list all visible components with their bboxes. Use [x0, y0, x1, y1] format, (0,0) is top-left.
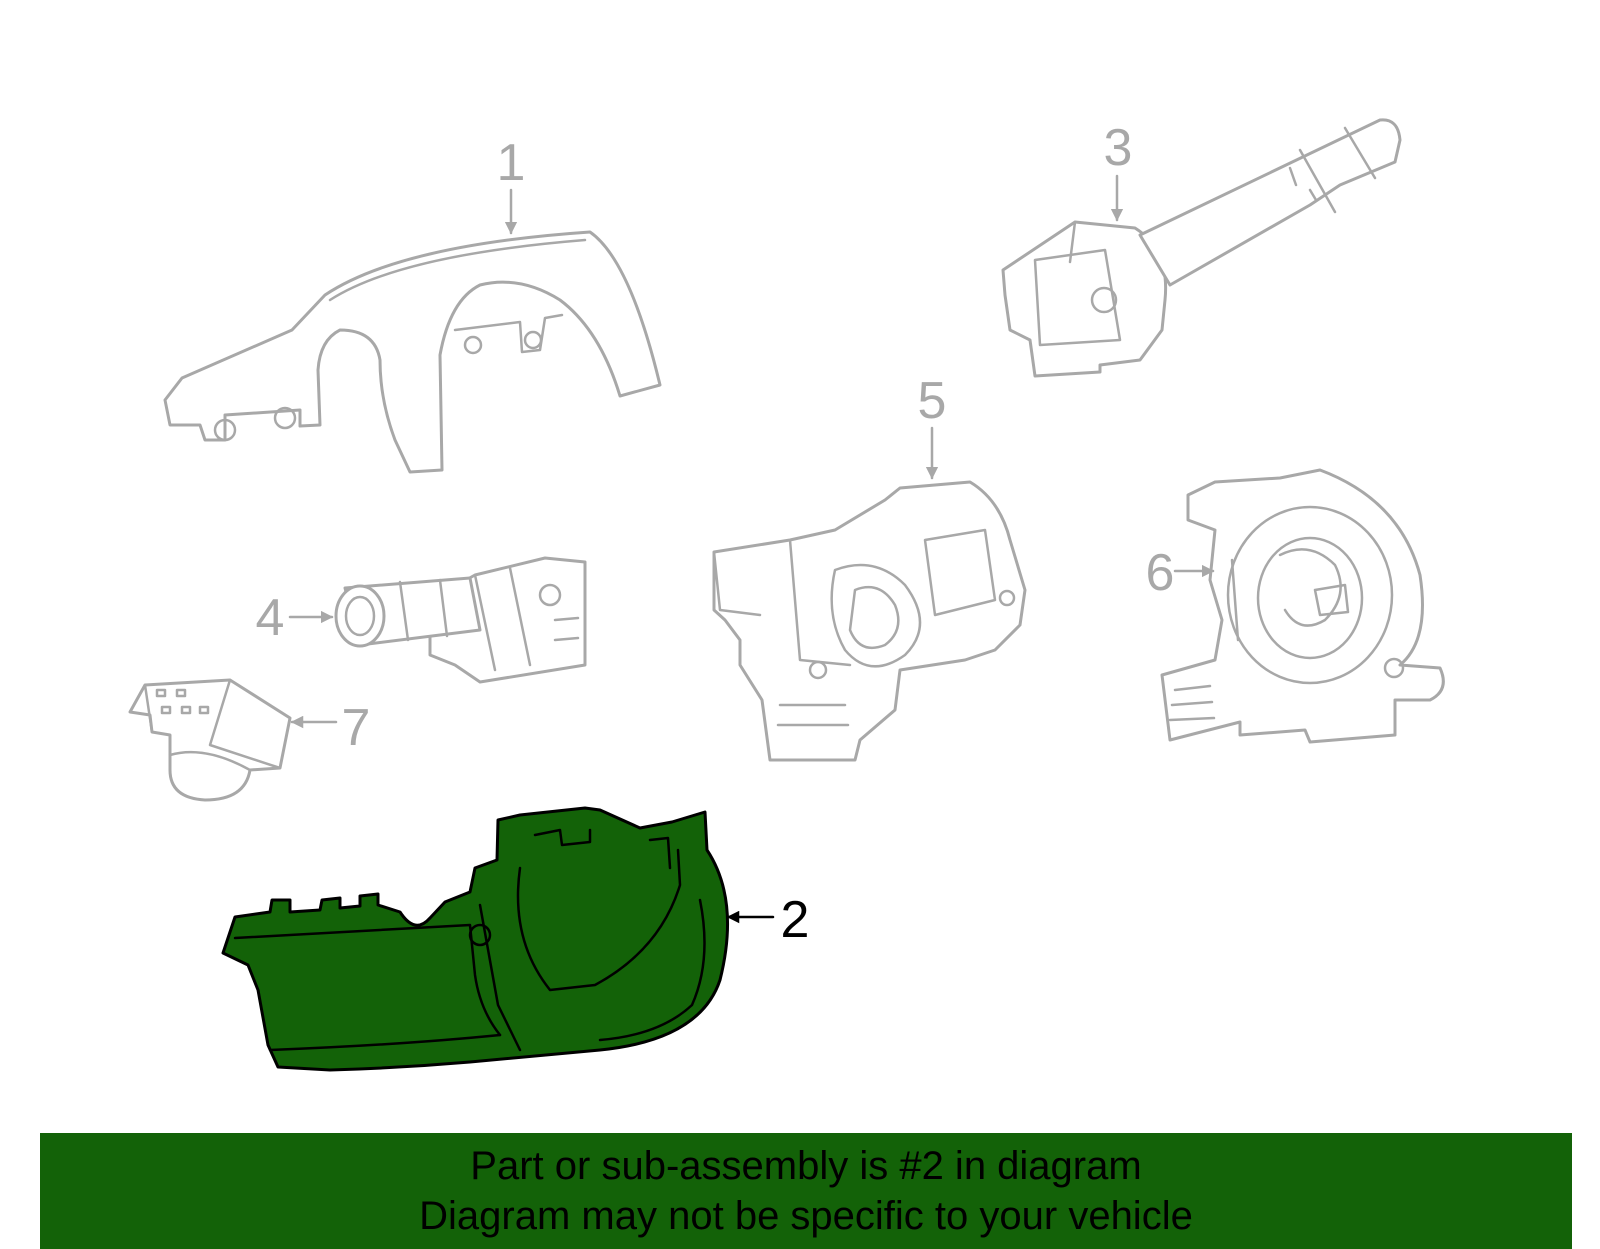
callout-3-label: 3: [1104, 119, 1133, 177]
banner-line-1: Part or sub-assembly is #2 in diagram: [470, 1144, 1142, 1188]
banner-line-2: Diagram may not be specific to your vehi…: [419, 1194, 1193, 1238]
callout-1-label: 1: [497, 134, 526, 192]
part-2-lower-shroud: [221, 806, 729, 1072]
part-1-upper-shroud: [163, 230, 662, 474]
callout-7-label: 7: [342, 699, 371, 757]
callout-2-label: 2: [781, 891, 810, 949]
callout-5-label: 5: [918, 372, 947, 430]
part-3-wiper-switch: [1001, 118, 1402, 378]
part-6-clockspring: [1160, 468, 1445, 744]
part-7-switch-module: [128, 678, 292, 802]
callout-4-label: 4: [256, 589, 285, 647]
info-banner: Part or sub-assembly is #2 in diagram Di…: [40, 1133, 1572, 1249]
part-5-lock-housing: [712, 480, 1027, 762]
part-4-turn-signal-switch: [334, 556, 587, 684]
callout-6-label: 6: [1146, 544, 1175, 602]
